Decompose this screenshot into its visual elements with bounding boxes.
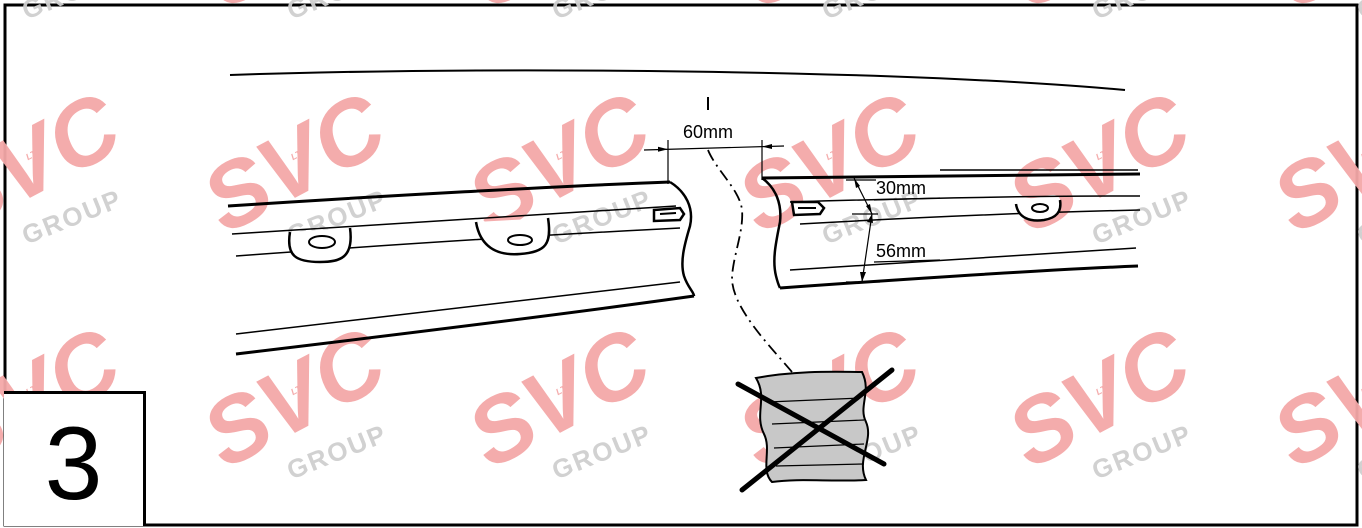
dimension-upper-offset-label: 30mm (876, 178, 926, 198)
mount-clip-right (790, 200, 826, 217)
dimension-offsets (846, 177, 941, 283)
step-number-box: 3 (4, 391, 146, 526)
mount-bracket-3 (1014, 199, 1062, 222)
dimension-gap-width-label: 60mm (683, 122, 733, 142)
mount-bracket-1 (287, 227, 352, 264)
roof-edge-line (229, 69, 1126, 91)
cut-centerline (707, 149, 793, 373)
rail-right-section (761, 169, 1141, 290)
step-number: 3 (44, 406, 103, 522)
discard-cross-icon (735, 367, 895, 493)
dimension-lower-offset-label: 56mm (876, 241, 926, 261)
dimension-gap-width (643, 140, 785, 184)
mount-bracket-2 (474, 217, 551, 256)
watermark-mark: LTD (1359, 145, 1362, 162)
mount-clip-left (652, 206, 686, 223)
watermark-mark: LTD (1359, 380, 1362, 397)
